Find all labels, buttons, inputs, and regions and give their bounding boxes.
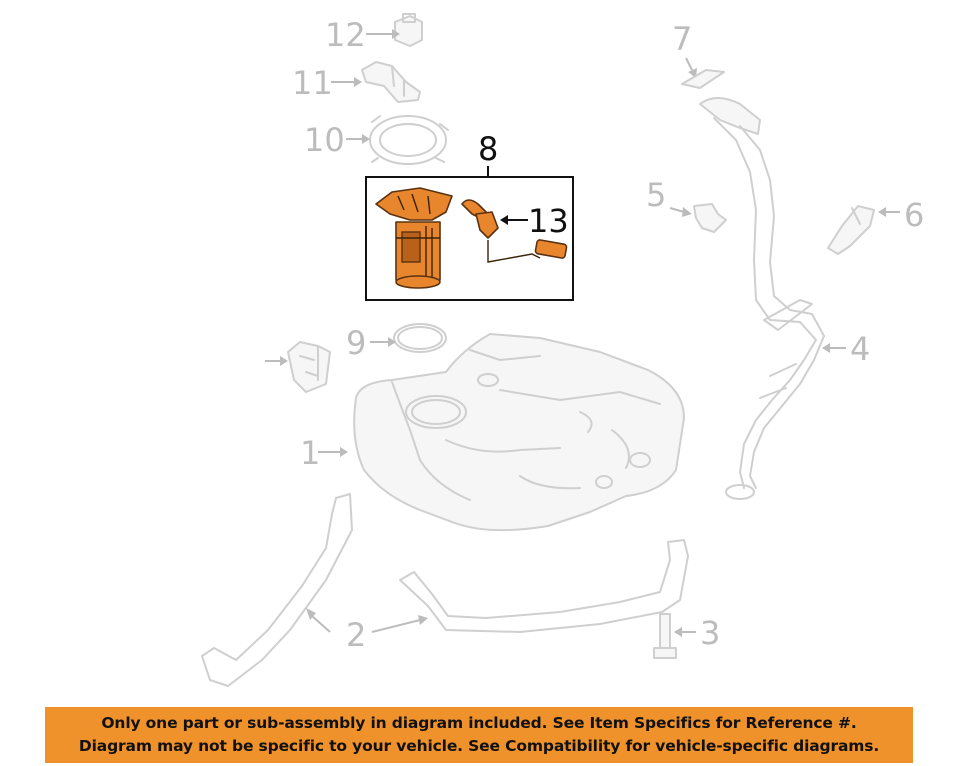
fuel-pump-module — [375, 187, 453, 289]
callout-6: 6 — [904, 196, 924, 234]
part-3-bolt: 3 — [653, 613, 720, 659]
callout-4: 4 — [850, 330, 870, 368]
part-1-fuel-tank: 1 — [300, 333, 685, 532]
part-7-cap: 7 — [672, 20, 725, 89]
part-6-protector: 6 — [827, 196, 924, 255]
callout-12: 12 — [325, 16, 366, 54]
callout-10: 10 — [304, 121, 345, 159]
fuel-system-exploded-diagram: 12 11 10 8 — [201, 13, 924, 687]
callout-13: 13 — [528, 202, 569, 240]
banner-line-1: Only one part or sub-assembly in diagram… — [101, 714, 857, 732]
part-4-filler-pipe: 4 — [699, 97, 870, 500]
part-5-clip: 5 — [646, 176, 727, 233]
callout-7: 7 — [672, 20, 692, 58]
callout-1: 1 — [300, 434, 320, 472]
callout-2: 2 — [346, 616, 366, 654]
part-14-bracket — [265, 341, 331, 393]
callout-11: 11 — [292, 64, 333, 102]
fuel-level-sender — [461, 199, 568, 263]
part-9-seal: 9 — [346, 323, 447, 362]
disclaimer-banner: Only one part or sub-assembly in diagram… — [45, 707, 913, 763]
part-8-fuel-pump-assembly: 8 13 — [365, 130, 574, 301]
banner-line-2: Diagram may not be specific to your vehi… — [78, 737, 880, 755]
callout-8: 8 — [478, 130, 498, 168]
part-12-nut: 12 — [325, 13, 423, 54]
part-2-tank-straps: 2 — [201, 493, 689, 687]
part-11-bracket: 11 — [292, 61, 421, 103]
callout-5: 5 — [646, 176, 666, 214]
callout-3: 3 — [700, 614, 720, 652]
part-10-lock-ring: 10 — [304, 115, 449, 165]
callout-9: 9 — [346, 324, 366, 362]
